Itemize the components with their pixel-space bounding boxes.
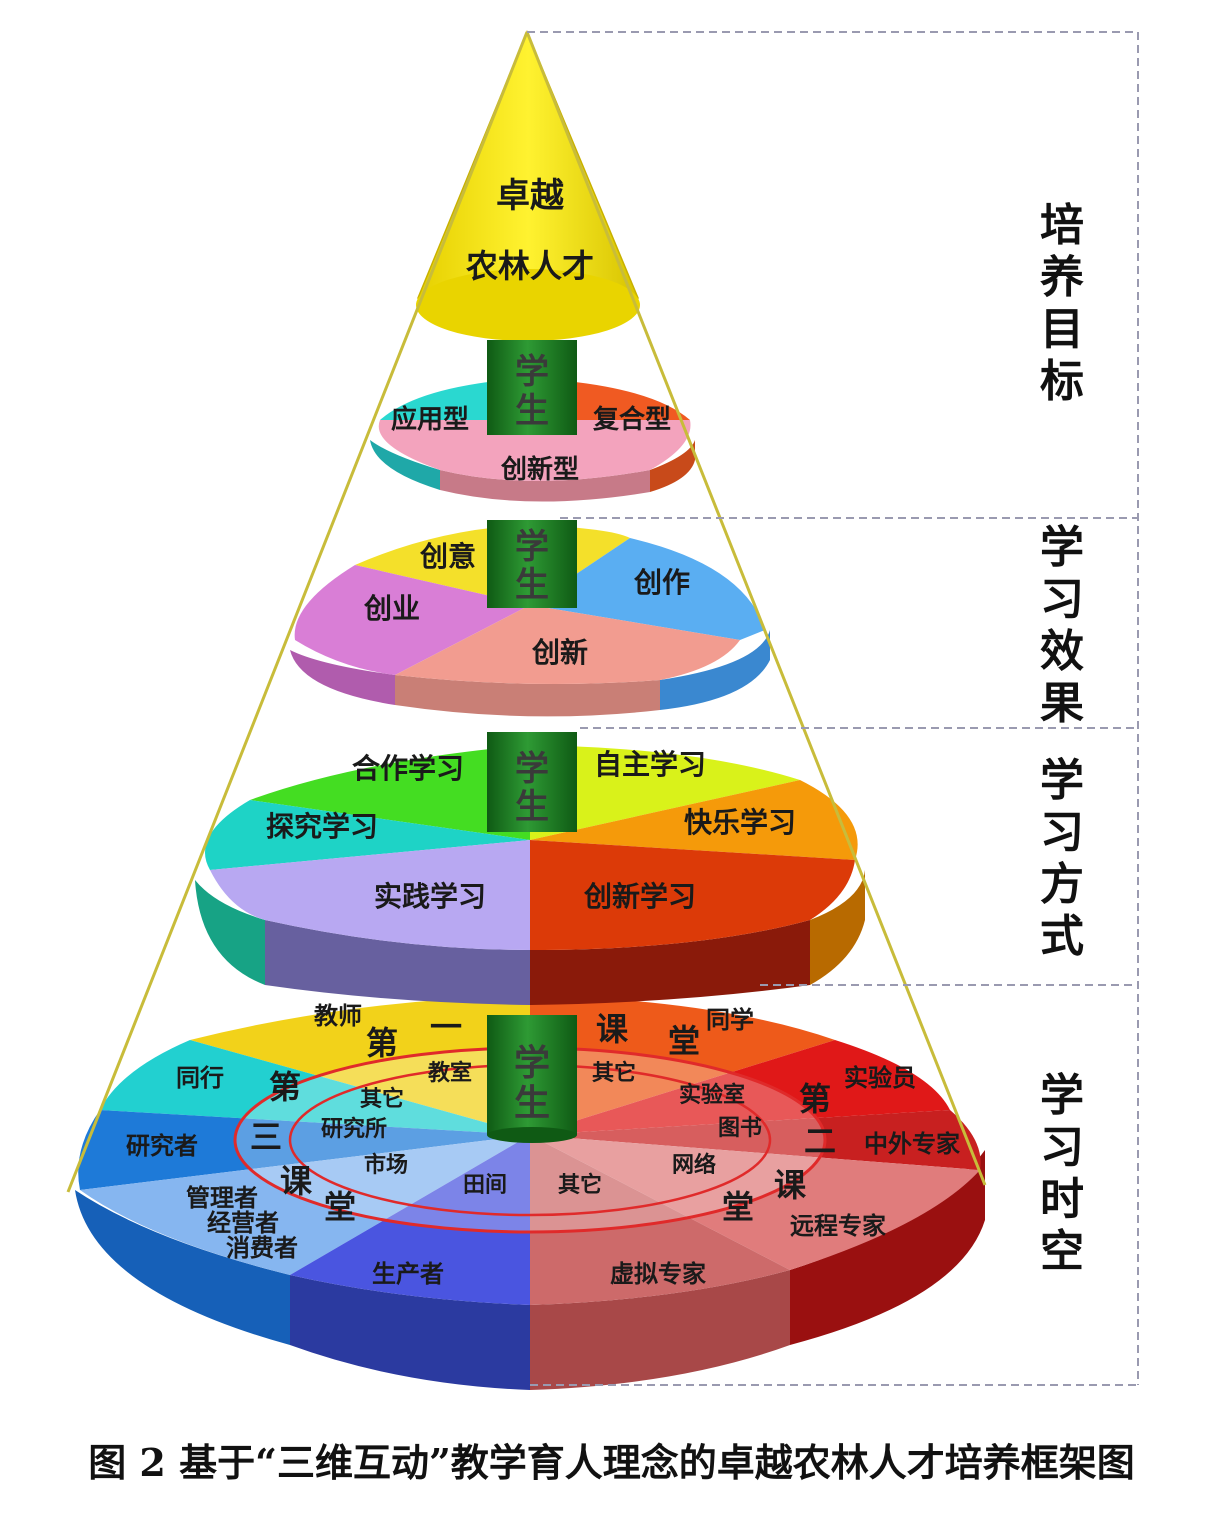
side-method-3: 方 [1040,859,1084,910]
l4-operator-label: 经营者 [207,1208,279,1237]
l4-network-label: 网络 [672,1152,716,1178]
side-space-2: 习 [1040,1122,1084,1173]
apex-line1: 卓越 [496,176,565,216]
l4-experts-label: 中外专家 [864,1129,960,1158]
side-method-1: 学 [1040,755,1084,806]
side-goal-1: 培 [1040,200,1084,251]
ring-second-1: 第 [799,1080,831,1118]
side-goal-4: 标 [1040,356,1084,407]
l4-producer-label: 生产者 [372,1259,444,1288]
side-effect-4: 果 [1040,678,1084,729]
side-space-3: 时 [1040,1174,1084,1225]
cone-edge-right [525,31,987,1186]
layer2-top-label: 创意 [419,540,476,573]
stem-label-4: 学 生 [514,1042,550,1124]
l4-field-label: 田间 [463,1172,507,1198]
ring-second-2: 二 [804,1122,836,1160]
cone-edge-left [66,31,529,1193]
side-goal-3: 目 [1040,304,1084,355]
l4-researcher-label: 研究者 [126,1131,198,1160]
layer2-disc [290,525,770,717]
layer3-front-left-label: 实践学习 [374,880,486,913]
l4-consumer-label: 消费者 [226,1233,298,1262]
side-label-effect: 学 习 效 果 [1040,522,1084,729]
side-effect-2: 习 [1040,574,1084,625]
side-label-goal: 培 养 目 标 [1040,200,1084,407]
ring-third-1: 第 [269,1068,301,1106]
layer3-front-right-label: 创新学习 [583,880,696,913]
stem-label-1-char2: 生 [515,391,549,431]
layer1-right-label: 复合型 [593,404,671,435]
layer3-right-label: 快乐学习 [684,806,796,839]
l4-manager-label: 管理者 [186,1183,258,1212]
layer3-top-right-label: 自主学习 [594,748,706,781]
side-label-method: 学 习 方 式 [1040,755,1084,962]
layer3-left-label: 探究学习 [266,810,378,843]
apex-cone [416,30,640,341]
side-method-2: 习 [1040,807,1084,858]
stem-label-4-char1: 学 [514,1042,550,1084]
stem-label-1-char1: 学 [515,352,549,392]
l4-other1-label: 其它 [360,1086,404,1112]
ring-first-3: 课 [596,1010,629,1048]
ring-first-2: 一 [430,1008,462,1046]
l4-other2-label: 其它 [592,1060,636,1086]
apex-line2: 农林人才 [466,247,594,285]
stem-label-1: 学 生 [515,352,549,431]
stem-label-3: 学 生 [515,749,549,827]
side-goal-2: 养 [1040,252,1084,303]
ring-third-2: 三 [250,1118,282,1156]
stem-label-2-char2: 生 [515,565,549,605]
layer4-disc [75,995,985,1390]
l4-teacher-label: 教师 [314,1001,362,1030]
layer2-front-label: 创新 [531,636,588,669]
l4-lab-staff-label: 实验员 [844,1063,916,1092]
side-method-4: 式 [1040,911,1084,962]
l4-classmate-label: 同学 [706,1005,754,1034]
l4-peer-label: 同行 [176,1063,224,1092]
l4-remote-expert-label: 远程专家 [790,1211,886,1240]
layer2-right-label: 创作 [633,566,690,599]
figure-caption: 图 2 基于“三维互动”教学育人理念的卓越农林人才培养框架图 [88,1440,1135,1485]
side-effect-1: 学 [1040,522,1084,573]
stem-label-3-char2: 生 [515,787,549,827]
stem-label-2-char1: 学 [515,527,549,567]
l4-virtual-expert-label: 虚拟专家 [610,1259,706,1288]
ring-third-3: 课 [280,1162,313,1200]
l4-lab-label: 实验室 [679,1082,745,1108]
side-effect-3: 效 [1040,626,1084,677]
l4-library-label: 图书 [718,1115,762,1141]
side-space-1: 学 [1040,1070,1084,1121]
central-stem [487,340,577,1143]
layer1-front-label: 创新型 [500,454,579,485]
ring-third-4: 堂 [324,1188,356,1226]
ring-first-1: 第 [366,1024,398,1062]
layer3-top-left-label: 合作学习 [352,752,464,785]
ring-second-3: 课 [774,1166,807,1204]
side-space-4: 空 [1040,1226,1084,1277]
layer3-disc [195,745,865,1005]
ring-first-4: 堂 [668,1022,700,1060]
layer1-disc [370,378,695,502]
side-label-space: 学 习 时 空 [1040,1070,1084,1277]
l4-other3-label: 其它 [558,1172,602,1198]
ring-second-4: 堂 [722,1188,754,1226]
right-bracket [527,31,1139,1386]
l4-market-label: 市场 [364,1152,408,1178]
stem-label-2: 学 生 [515,527,549,605]
stem-label-4-char2: 生 [514,1082,550,1124]
stem-label-3-char1: 学 [515,749,549,789]
layer2-left-label: 创业 [363,592,420,625]
l4-institute-label: 研究所 [321,1116,387,1142]
l4-classroom-label: 教室 [428,1060,472,1086]
layer1-left-label: 应用型 [391,404,469,435]
